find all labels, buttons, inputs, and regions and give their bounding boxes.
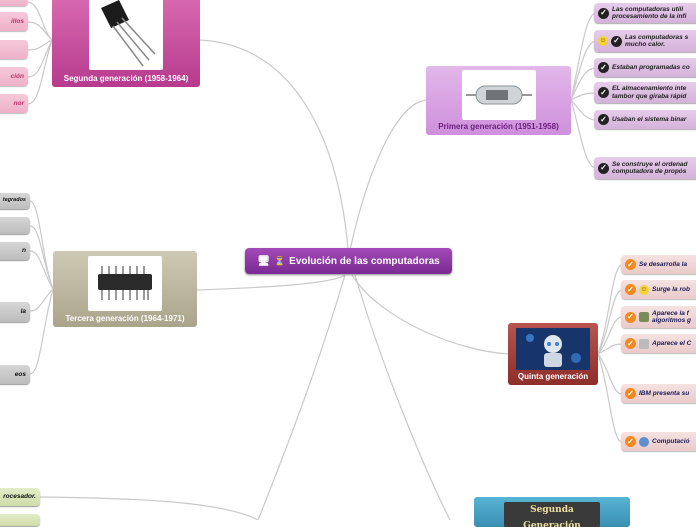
list-item[interactable]: n — [0, 242, 30, 260]
item-text: IBM presenta su — [639, 389, 690, 397]
smile-icon: ☺ — [598, 36, 608, 46]
list-item[interactable]: ✓ ☺ Surge la rob — [621, 280, 696, 299]
item-text: Computació — [652, 437, 690, 445]
list-item[interactable]: ✓ IBM presenta su — [621, 384, 696, 403]
node-segunda-generacion-image[interactable]: Segunda Generación — [474, 497, 630, 527]
node-quinta-generacion[interactable]: Quinta generación — [508, 323, 598, 385]
check-icon: ✓ — [625, 284, 636, 295]
transistor-icon — [101, 0, 156, 67]
smile-icon: ☺ — [639, 284, 649, 295]
robot-image — [516, 328, 590, 370]
globe-icon — [639, 436, 649, 447]
list-item[interactable]: illos — [0, 12, 28, 31]
item-text: eos — [14, 370, 26, 378]
list-item[interactable] — [0, 0, 28, 6]
list-item[interactable]: ✓ Usaban el sistema binar — [594, 110, 696, 129]
node-caption: Primera generación (1951-1958) — [438, 122, 559, 131]
transistor-image — [89, 0, 163, 70]
list-item[interactable]: ✓ Estaban programadas co — [594, 58, 696, 77]
central-topic[interactable]: 🖥 ⏳ Evolución de las computadoras — [245, 248, 452, 274]
list-item[interactable]: rocesador. — [0, 488, 40, 506]
list-item[interactable] — [0, 40, 28, 59]
item-text: nor — [13, 99, 24, 107]
image-icon — [639, 312, 649, 322]
item-text: Se desarrolla la — [639, 260, 688, 268]
item-text: Se construye el ordenad computadora de p… — [612, 160, 688, 176]
item-text: Usaban el sistema binar — [612, 115, 687, 123]
check-icon: ✓ — [611, 35, 622, 47]
check-icon: ✓ — [625, 436, 636, 447]
item-text: Las computadoras utili procesamiento de … — [612, 5, 687, 21]
check-icon: ✓ — [598, 7, 609, 19]
vacuum-tube-icon — [465, 85, 532, 105]
computer-icon: 🖥 — [257, 255, 270, 267]
banner-text: Segunda Generación — [523, 505, 581, 527]
item-text: Las computadoras s mucho calor. — [625, 33, 689, 49]
list-item[interactable]: tegrados — [0, 193, 30, 209]
list-item[interactable]: ✓ Aparece la f algoritmos g — [621, 306, 696, 328]
node-segunda-generacion[interactable]: Segunda generación (1958-1964) — [52, 0, 200, 87]
list-item[interactable]: ✓ Se construye el ordenad computadora de… — [594, 157, 696, 179]
check-icon: ✓ — [625, 259, 636, 270]
list-item[interactable]: la — [0, 302, 30, 322]
hourglass-icon: ⏳ — [273, 255, 286, 266]
list-item[interactable]: eos — [0, 365, 30, 384]
chip-icon — [98, 266, 152, 300]
list-item[interactable]: ✓ Computació — [621, 432, 696, 451]
item-text: illos — [10, 17, 24, 25]
list-item[interactable] — [0, 217, 30, 234]
node-caption: Segunda generación (1958-1964) — [63, 74, 189, 83]
item-text: Estaban programadas co — [612, 63, 690, 71]
list-item[interactable]: ✓ EL almacenamiento inte tambor que gira… — [594, 82, 696, 103]
list-item[interactable] — [0, 514, 40, 526]
check-icon: ✓ — [598, 62, 609, 73]
check-icon: ✓ — [625, 338, 636, 349]
central-title: Evolución de las computadoras — [289, 255, 440, 267]
item-text: EL almacenamiento inte tambor que giraba… — [612, 85, 687, 100]
item-text: Surge la rob — [652, 285, 690, 293]
list-item[interactable]: nor — [0, 94, 28, 113]
item-text: Aparece el C — [652, 339, 692, 347]
item-text: n — [22, 247, 26, 255]
item-text: la — [20, 308, 26, 316]
robot-icon — [516, 328, 590, 370]
item-text: rocesador. — [3, 493, 36, 501]
list-item[interactable]: ✓ Se desarrolla la — [621, 255, 696, 274]
integrated-circuit-image — [88, 256, 162, 311]
list-item[interactable]: ción — [0, 67, 28, 86]
image-icon — [639, 338, 649, 349]
banner-image: Segunda Generación — [504, 502, 600, 527]
item-text: Aparece la f algoritmos g — [652, 309, 692, 325]
node-caption: Quinta generación — [517, 372, 589, 381]
check-icon: ✓ — [598, 114, 609, 125]
item-text: tegrados — [2, 197, 26, 204]
vacuum-tube-image — [461, 70, 536, 120]
check-icon: ✓ — [598, 87, 609, 98]
list-item[interactable]: ✓ Las computadoras utili procesamiento d… — [594, 3, 696, 23]
check-icon: ✓ — [625, 311, 636, 323]
item-text: ción — [10, 72, 24, 80]
check-icon: ✓ — [598, 162, 609, 174]
node-tercera-generacion[interactable]: Tercera generación (1964-1971) — [53, 251, 197, 327]
node-primera-generacion[interactable]: Primera generación (1951-1958) — [426, 66, 571, 135]
check-icon: ✓ — [625, 388, 636, 399]
list-item[interactable]: ☺ ✓ Las computadoras s mucho calor. — [594, 30, 696, 52]
node-caption: Tercera generación (1964-1971) — [65, 314, 185, 323]
list-item[interactable]: ✓ Aparece el C — [621, 334, 696, 353]
